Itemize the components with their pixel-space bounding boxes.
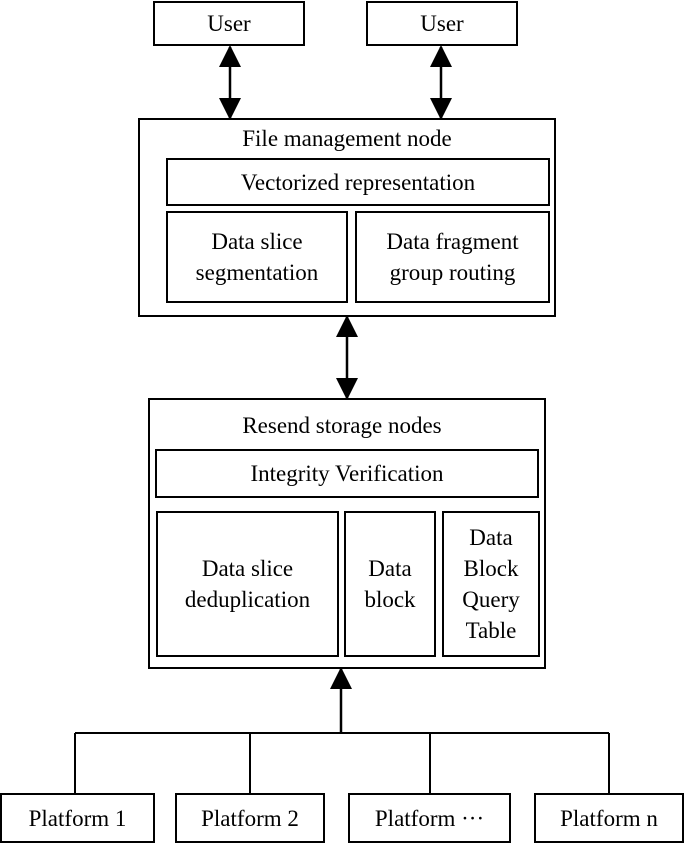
integrity-verification-box: Integrity Verification xyxy=(155,449,539,498)
data-slice-segmentation-box: Data slice segmentation xyxy=(166,211,348,303)
data-block-query-table-box: Data Block Query Table xyxy=(442,511,540,657)
data-fragment-group-routing-box: Data fragment group routing xyxy=(355,211,550,303)
user-box-1: User xyxy=(153,1,305,46)
resend-storage-nodes-title: Resend storage nodes xyxy=(242,413,442,438)
file-management-node-title: File management node xyxy=(242,126,452,151)
vectorized-representation-box: Vectorized representation xyxy=(166,158,550,206)
resend-storage-nodes: Resend storage nodes Integrity Verificat… xyxy=(148,398,546,669)
data-block-box: Data block xyxy=(344,511,436,657)
platform-box-1: Platform 1 xyxy=(0,793,155,843)
platform-box-3: Platform ··· xyxy=(348,793,511,843)
platform-box-2: Platform 2 xyxy=(175,793,325,843)
platform-box-n: Platform n xyxy=(534,793,684,843)
user-box-2: User xyxy=(366,1,518,46)
file-management-node: File management node Vectorized represen… xyxy=(138,118,556,317)
data-slice-deduplication-box: Data slice deduplication xyxy=(156,511,339,657)
